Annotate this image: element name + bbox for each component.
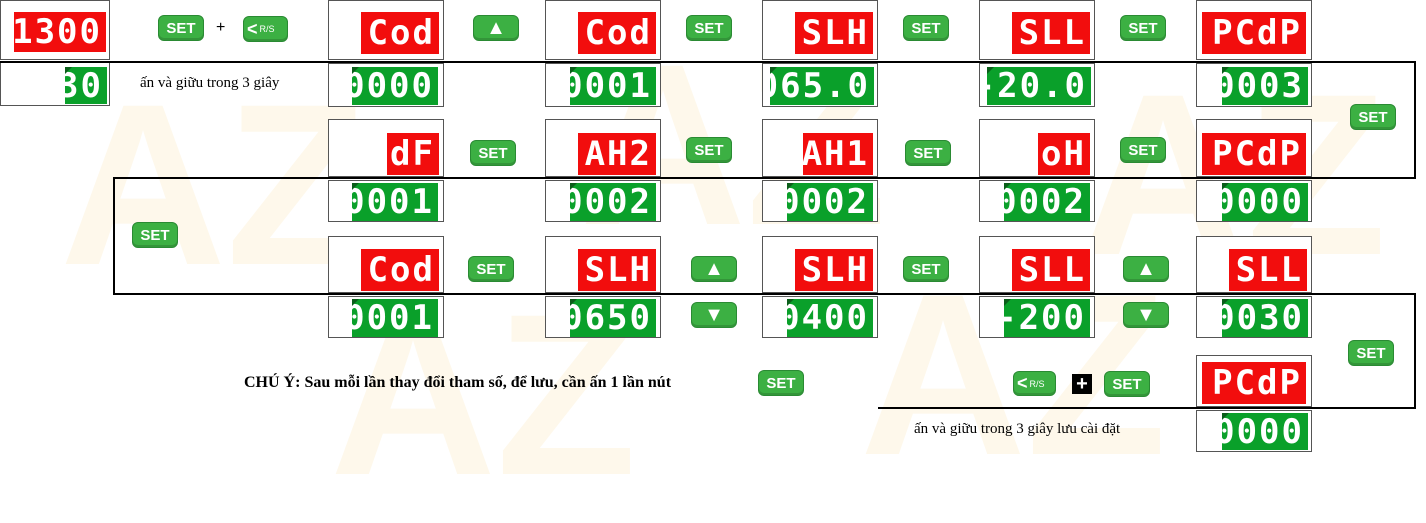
set-button[interactable]: SET <box>905 140 951 166</box>
back-arrow-icon: < <box>1017 373 1028 393</box>
set-button[interactable]: SET <box>468 256 514 282</box>
param-label-display: SLL <box>1012 12 1090 54</box>
connector-line <box>1414 293 1416 409</box>
param-label-display: PCdP <box>1202 12 1306 54</box>
param-value-display: 0001 <box>352 183 438 221</box>
param-value-display: -200 <box>1004 299 1090 337</box>
param-value-display: 0002 <box>1004 183 1090 221</box>
param-label-display: PCdP <box>1202 133 1306 175</box>
plus-sign: + <box>216 19 226 36</box>
plus-icon: + <box>1072 374 1092 394</box>
note-text: CHÚ Ý: Sau mỗi lần thay đổi tham số, để … <box>244 374 672 391</box>
set-button[interactable]: SET <box>686 137 732 163</box>
param-value-display: 0650 <box>570 299 656 337</box>
param-label-display: dF <box>387 133 439 175</box>
set-button[interactable]: SET <box>1104 371 1150 397</box>
param-label-display: SLL <box>1012 249 1090 291</box>
param-value-display: 0001 <box>570 67 656 105</box>
param-value-display: 0001 <box>352 299 438 337</box>
connector-line <box>113 177 1416 179</box>
param-label-display: Cod <box>578 12 656 54</box>
up-arrow-icon: ▲ <box>486 17 506 39</box>
connector-line <box>0 61 1416 63</box>
final-value-display: 0000 <box>1222 413 1308 450</box>
param-label-display: SLH <box>795 249 873 291</box>
up-arrow-icon: ▲ <box>704 258 724 280</box>
up-arrow-icon: ▲ <box>1136 258 1156 280</box>
down-arrow-icon: ▼ <box>1136 304 1156 326</box>
set-button[interactable]: SET <box>1348 340 1394 366</box>
param-label-display: Cod <box>361 249 439 291</box>
rs-label: R/S <box>259 24 275 34</box>
param-value-display: 0400 <box>787 299 873 337</box>
param-label-display: Cod <box>361 12 439 54</box>
param-value-display: 0002 <box>787 183 873 221</box>
up-button[interactable]: ▲ <box>473 15 519 41</box>
set-button[interactable]: SET <box>1120 137 1166 163</box>
param-value-display: 0003 <box>1222 67 1308 105</box>
up-button[interactable]: ▲ <box>691 256 737 282</box>
param-value-display: 065.0 <box>770 67 874 105</box>
rs-button[interactable]: <R/S <box>1013 371 1056 396</box>
down-button[interactable]: ▼ <box>1123 302 1169 328</box>
start-value-display: 30 <box>65 67 107 104</box>
param-label-display: AH1 <box>803 133 873 175</box>
up-button[interactable]: ▲ <box>1123 256 1169 282</box>
connector-line <box>113 293 1416 295</box>
set-button[interactable]: SET <box>903 15 949 41</box>
connector-line <box>113 177 115 295</box>
hold-text: ấn và giữu trong 3 giây <box>140 75 280 91</box>
set-button[interactable]: SET <box>1120 15 1166 41</box>
rs-button[interactable]: <R/S <box>243 16 288 42</box>
param-label-display: AH2 <box>578 133 656 175</box>
param-label-display: SLH <box>578 249 656 291</box>
start-display: 1300 <box>14 12 106 52</box>
param-value-display: 0000 <box>1222 183 1308 221</box>
connector-line <box>878 407 1416 409</box>
set-button[interactable]: SET <box>470 140 516 166</box>
connector-line <box>1414 61 1416 179</box>
down-button[interactable]: ▼ <box>691 302 737 328</box>
set-button[interactable]: SET <box>132 222 178 248</box>
final-label-display: PCdP <box>1202 362 1306 404</box>
param-value-display: 0030 <box>1222 299 1308 337</box>
param-value-display: 0002 <box>570 183 656 221</box>
param-value-display: 0000 <box>352 67 438 105</box>
param-value-display: -20.0 <box>987 67 1091 105</box>
rs-label: R/S <box>1029 378 1045 389</box>
set-button[interactable]: SET <box>686 15 732 41</box>
set-button[interactable]: SET <box>1350 104 1396 130</box>
back-arrow-icon: < <box>247 18 258 39</box>
set-button[interactable]: SET <box>158 15 204 41</box>
set-button[interactable]: SET <box>903 256 949 282</box>
param-label-display: SLL <box>1229 249 1307 291</box>
down-arrow-icon: ▼ <box>704 304 724 326</box>
set-button[interactable]: SET <box>758 370 804 396</box>
hold-save-text: ấn và giữu trong 3 giây lưu cài đặt <box>914 421 1121 437</box>
param-label-display: SLH <box>795 12 873 54</box>
param-label-display: oH <box>1038 133 1090 175</box>
